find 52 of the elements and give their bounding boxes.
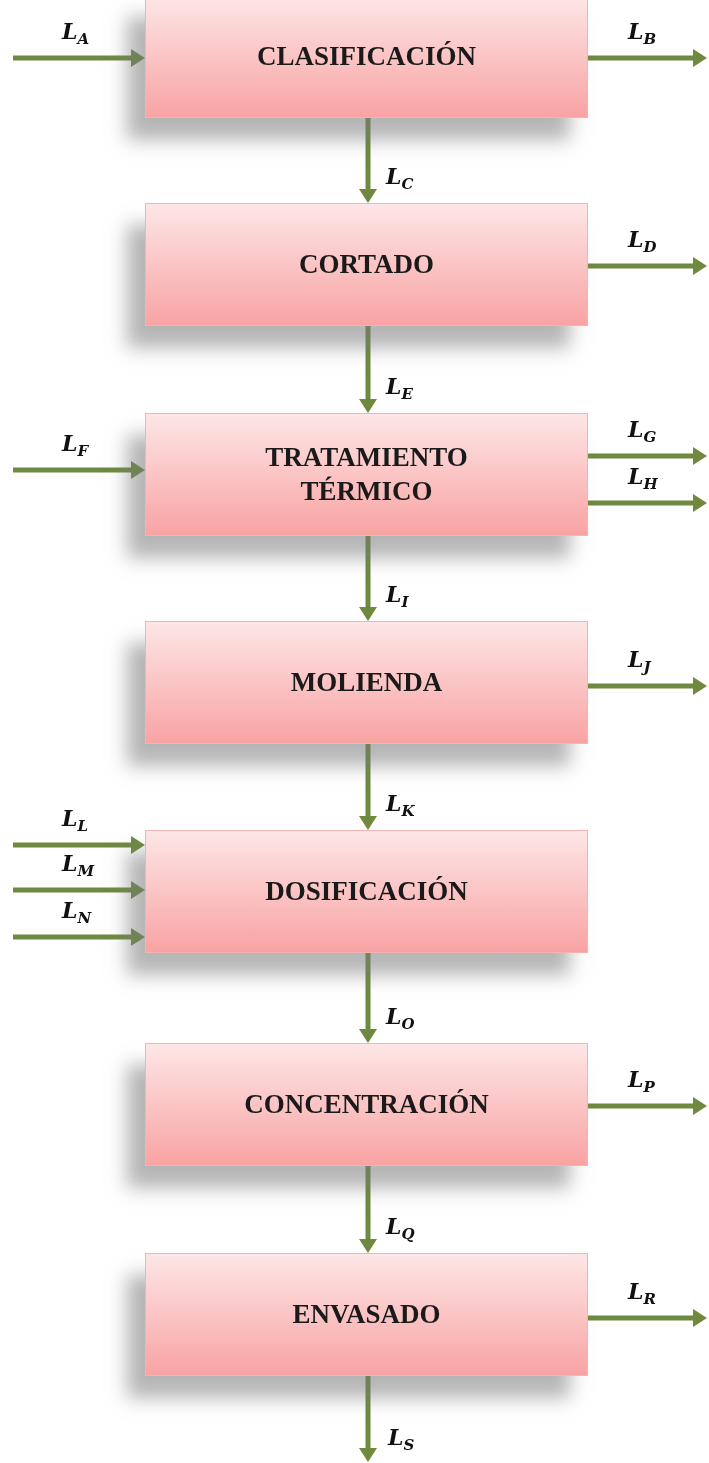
- process-box: [145, 0, 588, 118]
- edge-label: L$_{M}$: [62, 852, 95, 879]
- process-box: [145, 1253, 588, 1376]
- process-label: CLASIFICACIÓN: [256, 39, 476, 73]
- arrow: [359, 536, 377, 621]
- arrow: [588, 1309, 707, 1327]
- arrow: [359, 953, 377, 1043]
- process-label: CONCENTRACIÓN: [244, 1087, 489, 1121]
- edge-label: L$_{S}$: [388, 1426, 415, 1453]
- edge-label: L$_{G}$: [628, 418, 657, 445]
- arrow: [588, 677, 707, 695]
- process-label: TRATAMIENTO TÉRMICO: [264, 440, 469, 508]
- process-box: [145, 1043, 588, 1166]
- arrow: [13, 881, 145, 899]
- arrow: [13, 49, 145, 67]
- arrow: [359, 1166, 377, 1253]
- edge-label: L$_{H}$: [628, 465, 658, 492]
- arrow: [13, 836, 145, 854]
- edge-label: L$_{I}$: [386, 583, 409, 610]
- arrow: [13, 928, 145, 946]
- edge-label: L$_{D}$: [628, 228, 657, 255]
- edge-label: L$_{C}$: [386, 165, 414, 192]
- arrow: [588, 1097, 707, 1115]
- arrow: [359, 118, 377, 203]
- arrow: [588, 257, 707, 275]
- edge-label: L$_{P}$: [628, 1068, 655, 1095]
- edge-label: L$_{J}$: [628, 648, 651, 675]
- edge-label: L$_{K}$: [386, 792, 415, 819]
- edge-label: L$_{E}$: [386, 375, 413, 402]
- arrow: [588, 49, 707, 67]
- edge-label: L$_{B}$: [628, 20, 657, 47]
- arrow: [359, 326, 377, 413]
- process-label: ENVASADO: [292, 1297, 441, 1331]
- edge-label: L$_{A}$: [62, 20, 90, 47]
- arrow: [359, 1376, 377, 1462]
- arrow: [588, 447, 707, 465]
- process-label: CORTADO: [298, 247, 435, 281]
- edge-label: L$_{Q}$: [386, 1215, 415, 1242]
- process-box: [145, 203, 588, 326]
- arrow: [359, 744, 377, 830]
- process-box: [145, 621, 588, 744]
- edge-label: L$_{L}$: [62, 807, 88, 834]
- process-box: [145, 830, 588, 953]
- edge-label: L$_{R}$: [628, 1280, 656, 1307]
- edge-label: L$_{F}$: [62, 432, 89, 459]
- arrow: [13, 461, 145, 479]
- process-label: DOSIFICACIÓN: [265, 874, 468, 908]
- arrow: [588, 494, 707, 512]
- edge-label: L$_{O}$: [386, 1005, 415, 1032]
- edge-label: L$_{N}$: [62, 899, 92, 926]
- process-box: [145, 413, 588, 536]
- process-label: MOLIENDA: [290, 665, 443, 699]
